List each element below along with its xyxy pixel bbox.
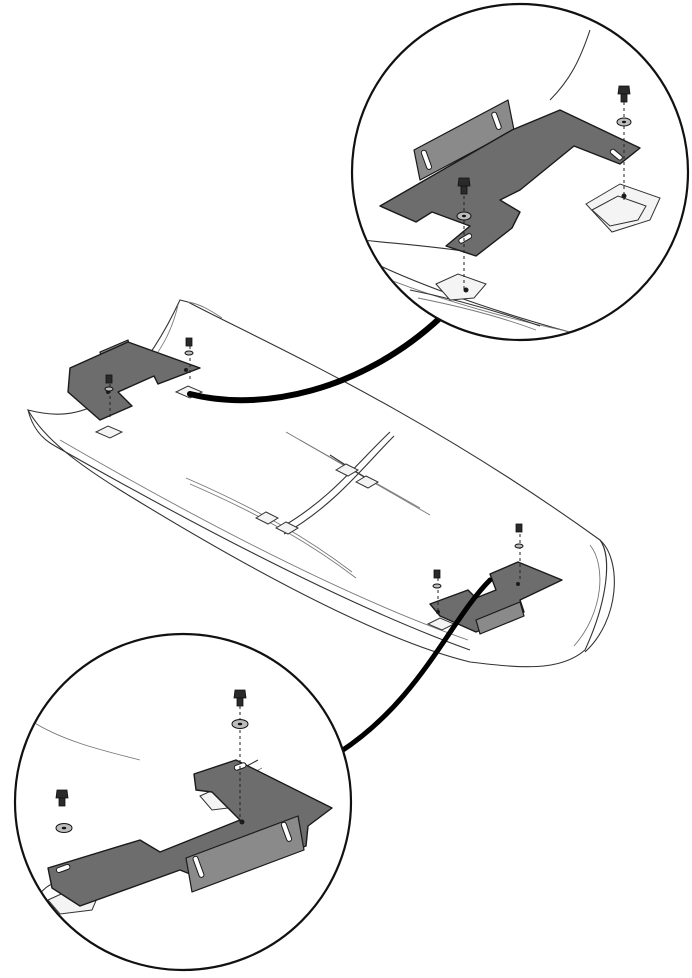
leader-line-bottom xyxy=(337,577,493,755)
curved-panel xyxy=(26,299,615,668)
detail-top xyxy=(350,2,690,342)
hex-bolt-icon xyxy=(617,85,631,95)
hex-bolt-icon xyxy=(233,689,247,699)
leader-line-top xyxy=(187,315,443,404)
bracket-top-left xyxy=(67,337,204,439)
detail-bottom xyxy=(13,632,353,972)
